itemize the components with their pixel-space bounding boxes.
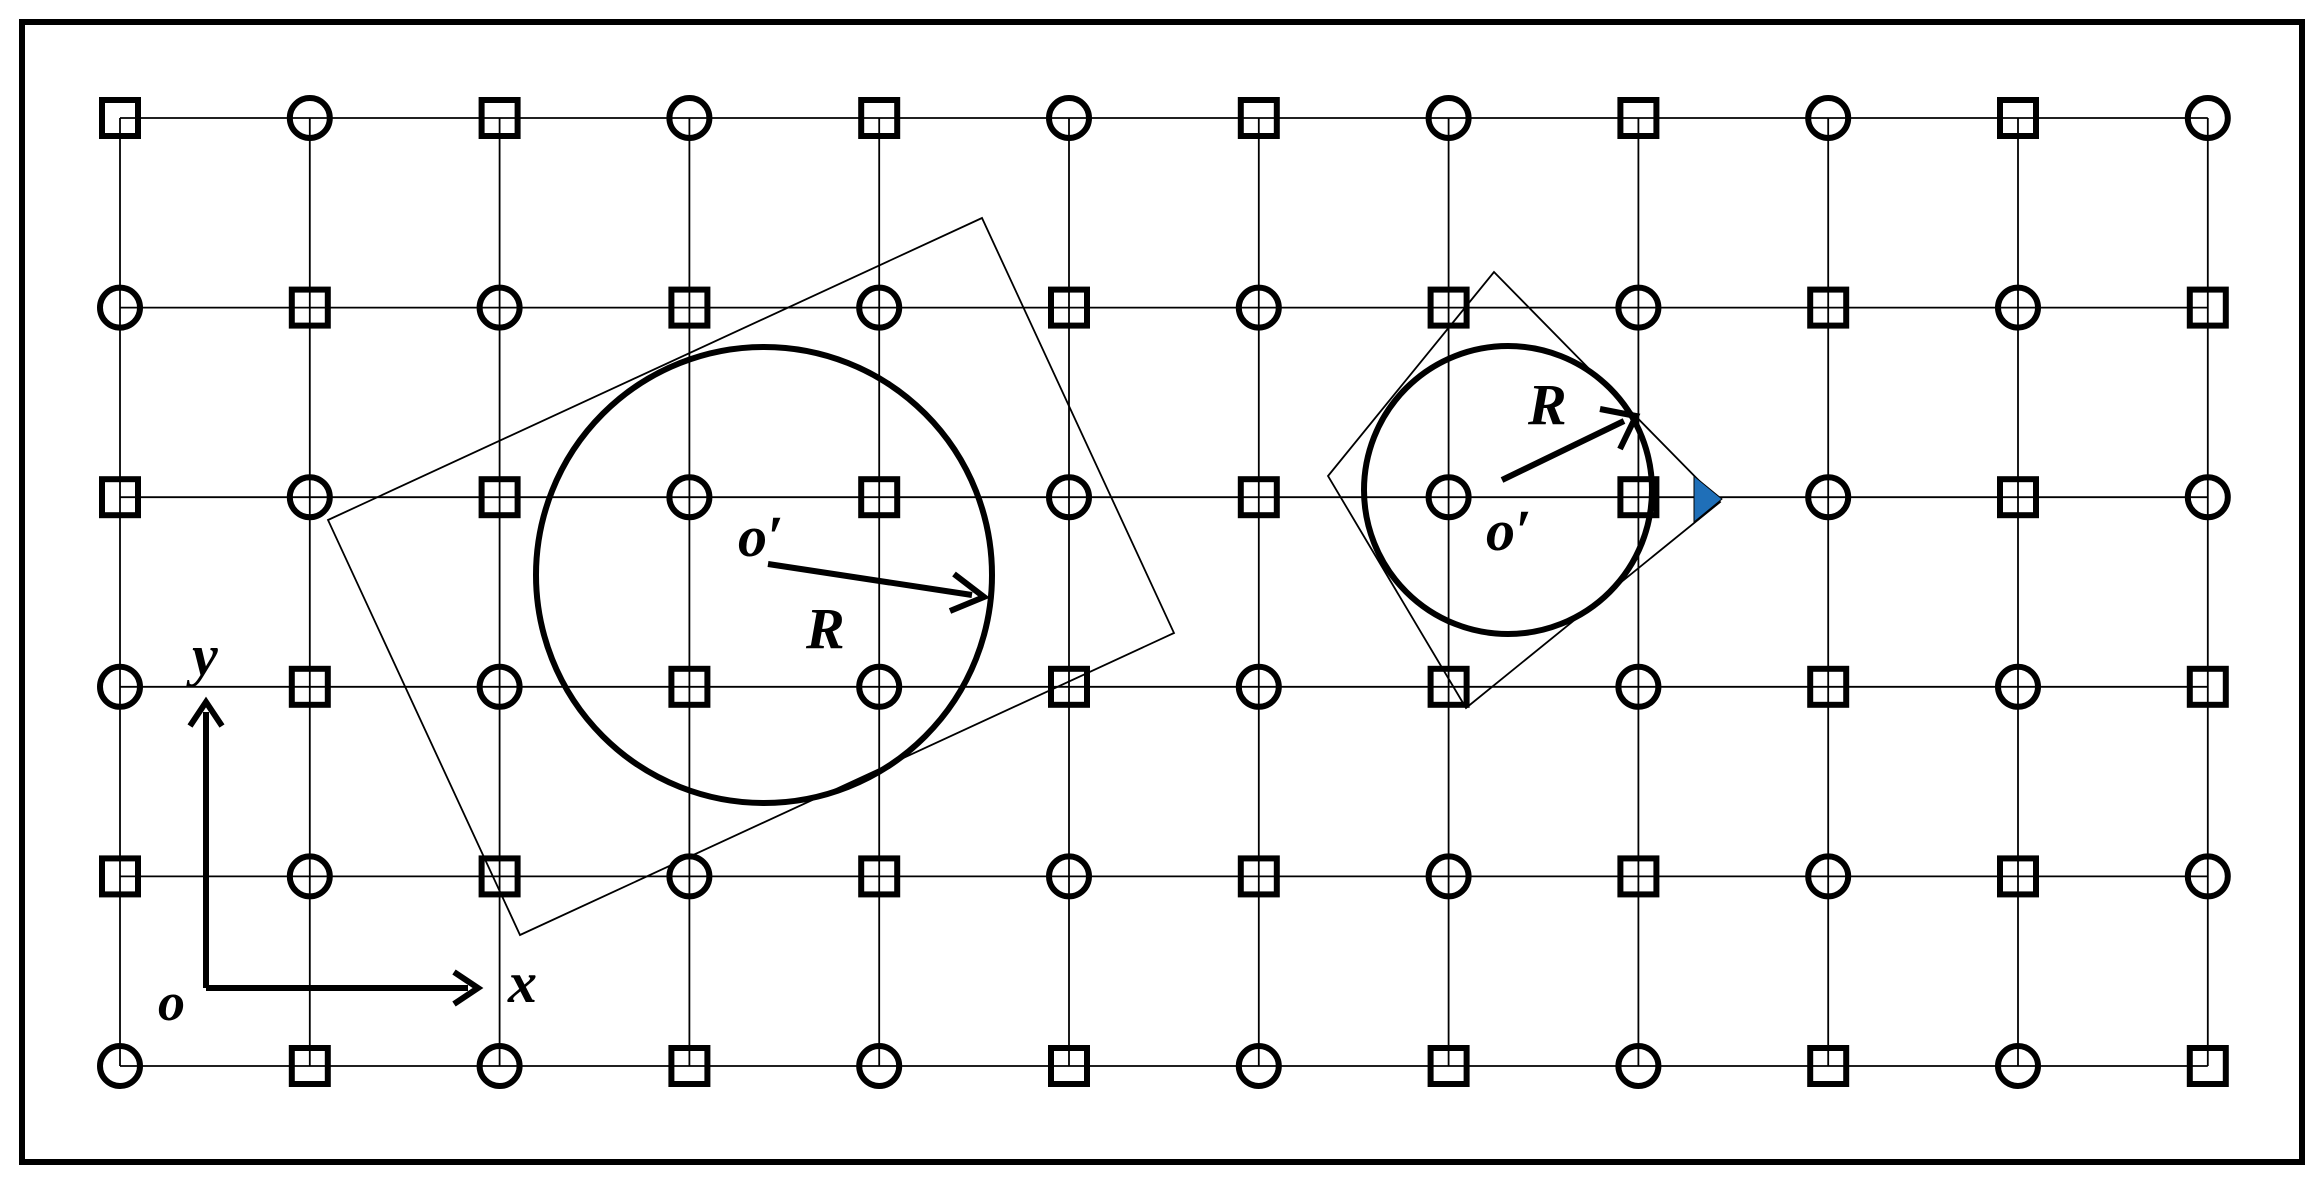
rotated-rectangle-left [326, 216, 1176, 937]
circle-icon [2184, 474, 2231, 521]
square-icon [2186, 286, 2229, 329]
circle-icon [286, 474, 333, 521]
radius-arrow-right [1500, 418, 1626, 483]
square-icon [478, 855, 521, 898]
circle-icon [286, 853, 333, 900]
circle-icon [476, 663, 523, 710]
square-icon [1237, 97, 1280, 139]
square-icon [99, 855, 141, 898]
square-icon [668, 286, 711, 329]
origin-label: o [158, 972, 185, 1032]
square-icon [1237, 476, 1280, 519]
triangle-icon [1693, 474, 1723, 524]
square-icon [1427, 1045, 1470, 1087]
circle-icon [1995, 1043, 2041, 1089]
y-axis-label: y [186, 623, 218, 688]
radius-arrow-right-head [1599, 406, 1641, 451]
circle-icon [666, 853, 713, 900]
circle-icon [1805, 853, 1852, 900]
square-icon [1997, 476, 2039, 519]
square-icon [1807, 1045, 1850, 1087]
outer-frame [19, 19, 2305, 1165]
grid-lines [119, 117, 2209, 1067]
square-icon [1997, 97, 2039, 139]
circle-icon [476, 284, 523, 331]
circle-icon [1995, 284, 2041, 331]
x-axis-label: x [507, 950, 537, 1015]
square-icon [668, 1045, 711, 1087]
square-icon [2186, 1045, 2229, 1087]
circle-icon [97, 663, 143, 710]
square-icon [1048, 1045, 1090, 1087]
square-icon [1048, 286, 1090, 329]
square-icon [288, 286, 331, 329]
circle-icon [1425, 95, 1472, 141]
square-icon [1617, 855, 1660, 898]
y-axis-arrow-head [187, 696, 225, 728]
small-circle-right [1361, 343, 1655, 637]
center-label-right: o′ [1486, 498, 1531, 563]
circle-icon [856, 1043, 903, 1089]
circle-icon [666, 474, 713, 521]
radius-label-right: R [1527, 372, 1567, 437]
circle-icon [1615, 284, 1662, 331]
square-icon [668, 665, 711, 708]
square-icon [1997, 855, 2039, 898]
circle-icon [1995, 663, 2041, 710]
circle-icon [476, 1043, 523, 1089]
grid-nodes [97, 95, 2231, 1089]
square-icon [1617, 476, 1660, 519]
circle-icon [2184, 95, 2231, 141]
square-icon [1048, 665, 1090, 708]
large-circle-left [533, 344, 995, 806]
circle-icon [1425, 474, 1472, 521]
circle-icon [1615, 1043, 1662, 1089]
x-axis-arrow-head [452, 969, 484, 1007]
square-icon [288, 665, 331, 708]
circle-icon [1235, 284, 1282, 331]
radius-arrow-left [767, 561, 973, 598]
square-icon [288, 1045, 331, 1087]
circle-icon [856, 284, 903, 331]
circle-icon [666, 95, 713, 141]
square-icon [1427, 665, 1470, 708]
radius-arrow-left-head [948, 571, 990, 614]
circle-icon [1046, 95, 1092, 141]
square-icon [99, 97, 141, 139]
square-icon [1617, 97, 1660, 139]
circle-icon [286, 95, 333, 141]
square-icon [478, 97, 521, 139]
square-icon [1237, 855, 1280, 898]
square-icon [1427, 286, 1470, 329]
circle-icon [1235, 663, 1282, 710]
circle-icon [1425, 853, 1472, 900]
circle-icon [1046, 853, 1092, 900]
square-icon [1807, 286, 1850, 329]
square-icon [1807, 665, 1850, 708]
square-icon [478, 476, 521, 519]
circle-icon [97, 1043, 143, 1089]
square-icon [2186, 665, 2229, 708]
circle-icon [1805, 474, 1852, 521]
circle-icon [856, 663, 903, 710]
circle-icon [2184, 853, 2231, 900]
circle-icon [1046, 474, 1092, 521]
circle-icon [1805, 95, 1852, 141]
circle-icon [97, 284, 143, 331]
radius-label-left: R [805, 596, 845, 661]
circle-icon [1615, 663, 1662, 710]
circle-icon [1235, 1043, 1282, 1089]
square-icon [858, 97, 901, 139]
square-icon [858, 476, 901, 519]
rotated-square-right [1326, 270, 1722, 710]
square-icon [858, 855, 901, 898]
center-label-left: o′ [738, 504, 783, 569]
square-icon [99, 476, 141, 519]
